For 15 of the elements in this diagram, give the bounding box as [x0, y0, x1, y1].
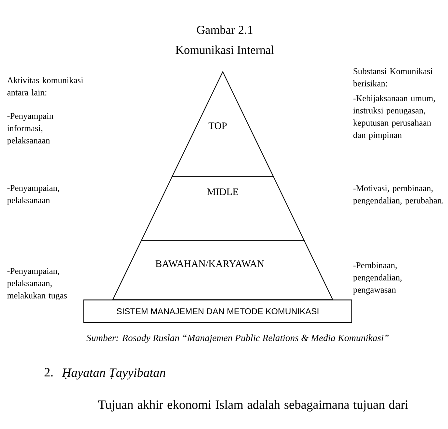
side-note: -Penyampaian, pelaksanaan, melakukan tugas — [7, 268, 68, 301]
side-note: -Motivasi, pembinaan, pengendalian, perubahan. — [353, 185, 444, 206]
side-note: -Penyampaian, pelaksanaan — [7, 185, 60, 206]
side-note: -Kebijaksanaan umum, instruksi penugasan, keputusan perusahaan dan pimpinan — [353, 95, 436, 140]
side-note: -Pembinaan, pengendalian, pengawasan — [353, 262, 402, 295]
caption: Sumber: Rosady Ruslan “Manajemen Public Relations & Media Komunikasi” — [86, 334, 389, 344]
section-number: 2. — [44, 368, 53, 377]
subtitle: Komunikasi Internal — [176, 46, 274, 54]
side-note: Substansi Komunikasi berisikan: — [353, 68, 433, 87]
side-note: Aktivitas komunikasi antara lain: — [7, 77, 84, 96]
title: Gambar 2.1 — [197, 26, 253, 34]
side-note: -Penyampain informasi, pelaksanaan — [7, 113, 54, 146]
paragraph: Tujuan akhir ekonomi Islam adalah sebagaimana tujuan dari — [98, 400, 408, 412]
base-box: SISTEM MANAJEMEN DAN METODE KOMUNIKASI — [84, 300, 352, 324]
section-heading: Ḥayatan Ṭayyibatan — [62, 368, 166, 380]
